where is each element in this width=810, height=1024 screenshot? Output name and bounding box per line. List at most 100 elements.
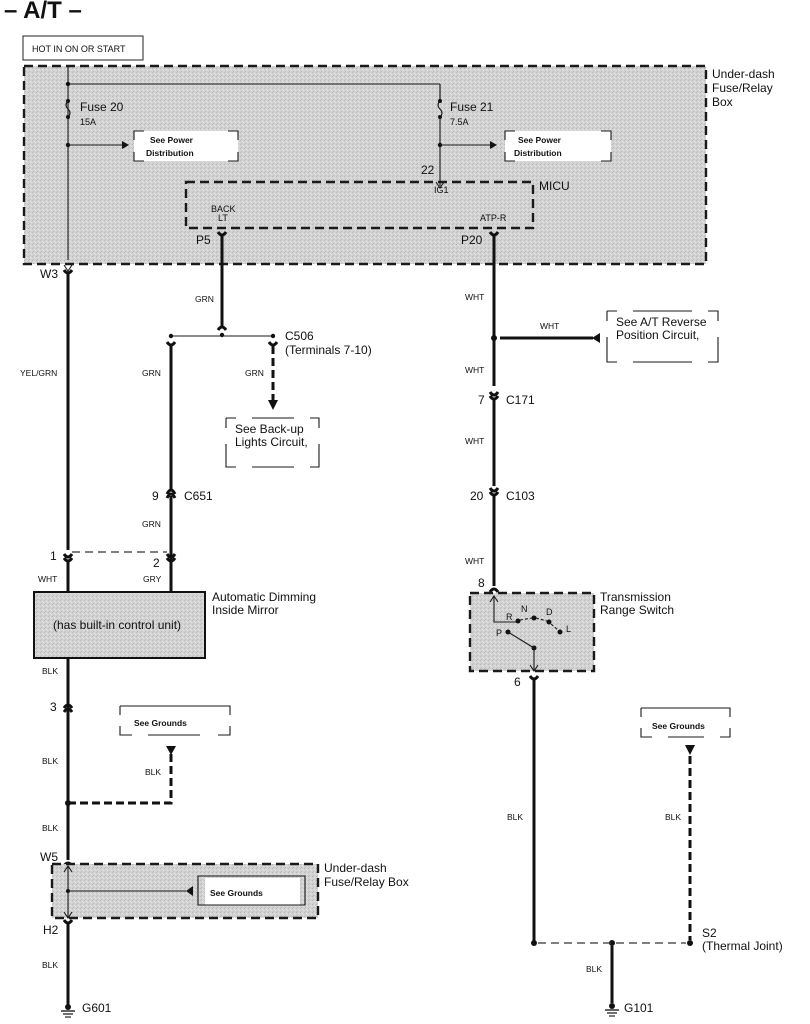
- w3-terminal-label: W3: [40, 267, 58, 281]
- see-grounds-text-2: See Grounds: [210, 888, 263, 898]
- switch-position-p: P: [496, 628, 502, 638]
- fuse-box-bottom-line1: Under-dash: [324, 861, 387, 875]
- fuse-box-name-line3: Box: [712, 95, 733, 109]
- mirror-inner-label: (has built-in control unit): [53, 618, 181, 632]
- fuse-box-internal-wiring: Fuse 20 15A Fuse 21 7.5A 22: [65, 66, 497, 260]
- connector-pin-3: 3: [50, 700, 57, 714]
- mirror-pin-1: 1: [50, 549, 57, 563]
- see-reverse-text-2: Position Circuit,: [616, 328, 699, 342]
- wire-color-blk-3: BLK: [145, 767, 161, 777]
- wire-blk-to-g601: [62, 919, 74, 1005]
- see-power-text-1b: Distribution: [146, 148, 194, 158]
- see-backup-text-2: Lights Circuit,: [235, 435, 308, 449]
- micu-label: MICU: [539, 179, 570, 193]
- fuse-21-label: Fuse 21: [450, 100, 494, 114]
- fuse-box-bottom-line2: Fuse/Relay Box: [324, 875, 409, 889]
- see-grounds-link-1[interactable]: See Grounds: [119, 705, 231, 736]
- micu-box: MICU IG1 BACK LT ATP-R P5 P20: [184, 179, 570, 247]
- wire-color-grn-4: GRN: [142, 519, 161, 529]
- wire-color-wht-mirror: WHT: [38, 574, 57, 584]
- fuse-box-name-line2: Fuse/Relay: [712, 81, 773, 95]
- wire-color-wht-3: WHT: [465, 436, 484, 446]
- wire-color-grn-2: GRN: [142, 368, 161, 378]
- h2-terminal-label: H2: [43, 923, 59, 937]
- ground-g601-icon: [61, 1004, 75, 1018]
- see-power-distribution-link-1[interactable]: See Power Distribution: [133, 130, 239, 162]
- auto-dimming-mirror-component: (has built-in control unit) Automatic Di…: [33, 590, 316, 659]
- page-title: – A/T –: [4, 0, 82, 24]
- micu-back-lt-line1: BACK: [211, 204, 236, 214]
- wire-color-grn-1: GRN: [195, 294, 214, 304]
- c651-label: C651: [184, 489, 213, 503]
- switch-pin-6: 6: [514, 675, 521, 689]
- wire-color-grn-3: GRN: [245, 368, 264, 378]
- wire-color-wht-4: WHT: [465, 556, 484, 566]
- c103-label: C103: [506, 489, 535, 503]
- see-grounds-text-3: See Grounds: [652, 721, 705, 731]
- see-reverse-text-1: See A/T Reverse: [616, 315, 707, 329]
- wire-grn-p5: [168, 231, 276, 339]
- see-grounds-link-2[interactable]: See Grounds: [197, 875, 306, 906]
- see-grounds-link-3[interactable]: See Grounds: [640, 707, 731, 738]
- s2-label: S2: [702, 926, 717, 940]
- fuse-20-rating: 15A: [80, 117, 96, 127]
- mirror-name-line1: Automatic Dimming: [212, 590, 316, 604]
- transmission-range-switch-component: Transmission Range Switch R N D L P: [468, 590, 674, 673]
- ground-g601-label: G601: [82, 1001, 112, 1015]
- power-condition-text: HOT IN ON OR START: [32, 44, 126, 54]
- wire-color-blk-1: BLK: [42, 666, 58, 676]
- wire-color-blk-right-1: BLK: [507, 812, 523, 822]
- wire-yel-grn: [62, 264, 74, 550]
- wire-wht-p20: [488, 231, 600, 593]
- mirror-connector: [62, 551, 177, 592]
- wire-color-blk-right-3: BLK: [586, 964, 602, 974]
- micu-p20-label: P20: [461, 233, 483, 247]
- c103-pin-label: 20: [470, 489, 484, 503]
- mirror-pin-2: 2: [153, 556, 160, 570]
- see-grounds-text-1: See Grounds: [134, 718, 187, 728]
- fuse-21-rating: 7.5A: [450, 117, 469, 127]
- c171-pin-label: 7: [478, 393, 485, 407]
- fuse-21-icon: [437, 84, 443, 119]
- w5-terminal-label: W5: [40, 850, 58, 864]
- wire-blk-switch-ground: [528, 675, 695, 1003]
- micu-p5-label: P5: [196, 233, 211, 247]
- micu-atp-r-label: ATP-R: [480, 213, 507, 223]
- micu-back-lt-line2: LT: [218, 213, 228, 223]
- wire-color-blk-5: BLK: [42, 960, 58, 970]
- wire-color-wht-branch: WHT: [540, 321, 559, 331]
- wire-color-yel-grn: YEL/GRN: [20, 368, 57, 378]
- fuse-box-name-line1: Under-dash: [712, 67, 775, 81]
- switch-pin-8: 8: [478, 576, 485, 590]
- micu-ig1-label: IG1: [434, 185, 449, 195]
- switch-name-line1: Transmission: [600, 590, 671, 604]
- fuse-20-icon: [65, 99, 71, 119]
- ground-g101-icon: [605, 1003, 619, 1017]
- wire-color-wht-1: WHT: [465, 292, 484, 302]
- wire-color-gry: GRY: [143, 574, 162, 584]
- mirror-name-line2: Inside Mirror: [212, 603, 279, 617]
- fuse-20-label: Fuse 20: [80, 100, 124, 114]
- see-power-text-1a: See Power: [150, 135, 194, 145]
- switch-position-n: N: [521, 604, 528, 614]
- wire-color-blk-4: BLK: [42, 823, 58, 833]
- c171-label: C171: [506, 393, 535, 407]
- switch-position-l: L: [566, 624, 571, 634]
- see-at-reverse-link[interactable]: See A/T Reverse Position Circuit,: [606, 310, 719, 363]
- switch-position-d: D: [546, 607, 553, 617]
- wire-grn-to-backup-lights: [267, 341, 279, 410]
- wire-grn-to-mirror: [165, 341, 177, 592]
- terminal-22-label: 22: [421, 163, 435, 177]
- switch-name-line2: Range Switch: [600, 603, 674, 617]
- see-power-distribution-link-2[interactable]: See Power Distribution: [504, 130, 612, 162]
- wire-blk-mirror-ground: [62, 658, 176, 860]
- s2-thermal-joint-label: (Thermal Joint): [702, 939, 783, 953]
- see-power-text-2a: See Power: [518, 135, 562, 145]
- ground-g101-label: G101: [624, 1001, 654, 1015]
- c506-label: C506: [285, 329, 314, 343]
- c506-terminals-label: (Terminals 7-10): [285, 343, 372, 357]
- see-backup-lights-link[interactable]: See Back-up Lights Circuit,: [225, 417, 320, 468]
- switch-position-r: R: [506, 612, 513, 622]
- power-condition-label: HOT IN ON OR START: [22, 35, 144, 61]
- wire-color-wht-2: WHT: [465, 365, 484, 375]
